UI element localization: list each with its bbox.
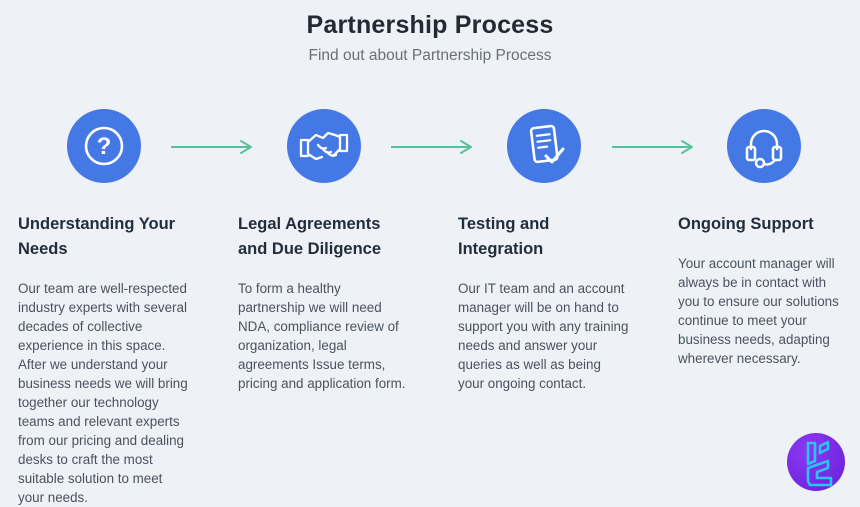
headset-icon [745,129,783,169]
section-header: Partnership Process Find out about Partn… [0,0,860,65]
logo-glyph-icon [806,440,833,487]
process-steps-icon-row: ? [0,109,860,183]
step-2-column: Legal Agreements and Due Diligence To fo… [238,212,410,507]
handshake-icon [299,131,349,161]
step-1-circle: ? [67,109,141,183]
step-description: Our IT team and an account manager will … [458,280,629,391]
question-circle-icon: ? [84,126,124,166]
step-4-column: Ongoing Support Your account manager wil… [678,212,850,507]
step-3-circle [507,109,581,183]
step-4-circle [727,109,801,183]
step-title: Testing and Integration [458,215,550,258]
svg-text:?: ? [97,133,112,160]
document-check-icon [529,124,565,164]
step-2-circle [287,109,361,183]
step-description: To form a healthy partnership we will ne… [238,280,406,391]
step-description: Your account manager will always be in c… [678,255,839,366]
page-subtitle: Find out about Partnership Process [308,47,552,64]
step-title: Understanding Your Needs [18,215,176,258]
page-title: Partnership Process [306,11,554,39]
site-logo[interactable] [787,433,845,491]
step-description: Our team are well-respected industry exp… [18,280,188,505]
process-steps-text-row: Understanding Your Needs Our team are we… [0,212,860,507]
step-3-column: Testing and Integration Our IT team and … [458,212,630,507]
step-title: Legal Agreements and Due Diligence [238,215,382,258]
step-1-column: Understanding Your Needs Our team are we… [18,212,190,507]
arrow-right-icon [171,140,252,154]
arrow-right-icon [612,140,693,154]
arrow-right-icon [391,140,472,154]
step-title: Ongoing Support [678,215,814,233]
